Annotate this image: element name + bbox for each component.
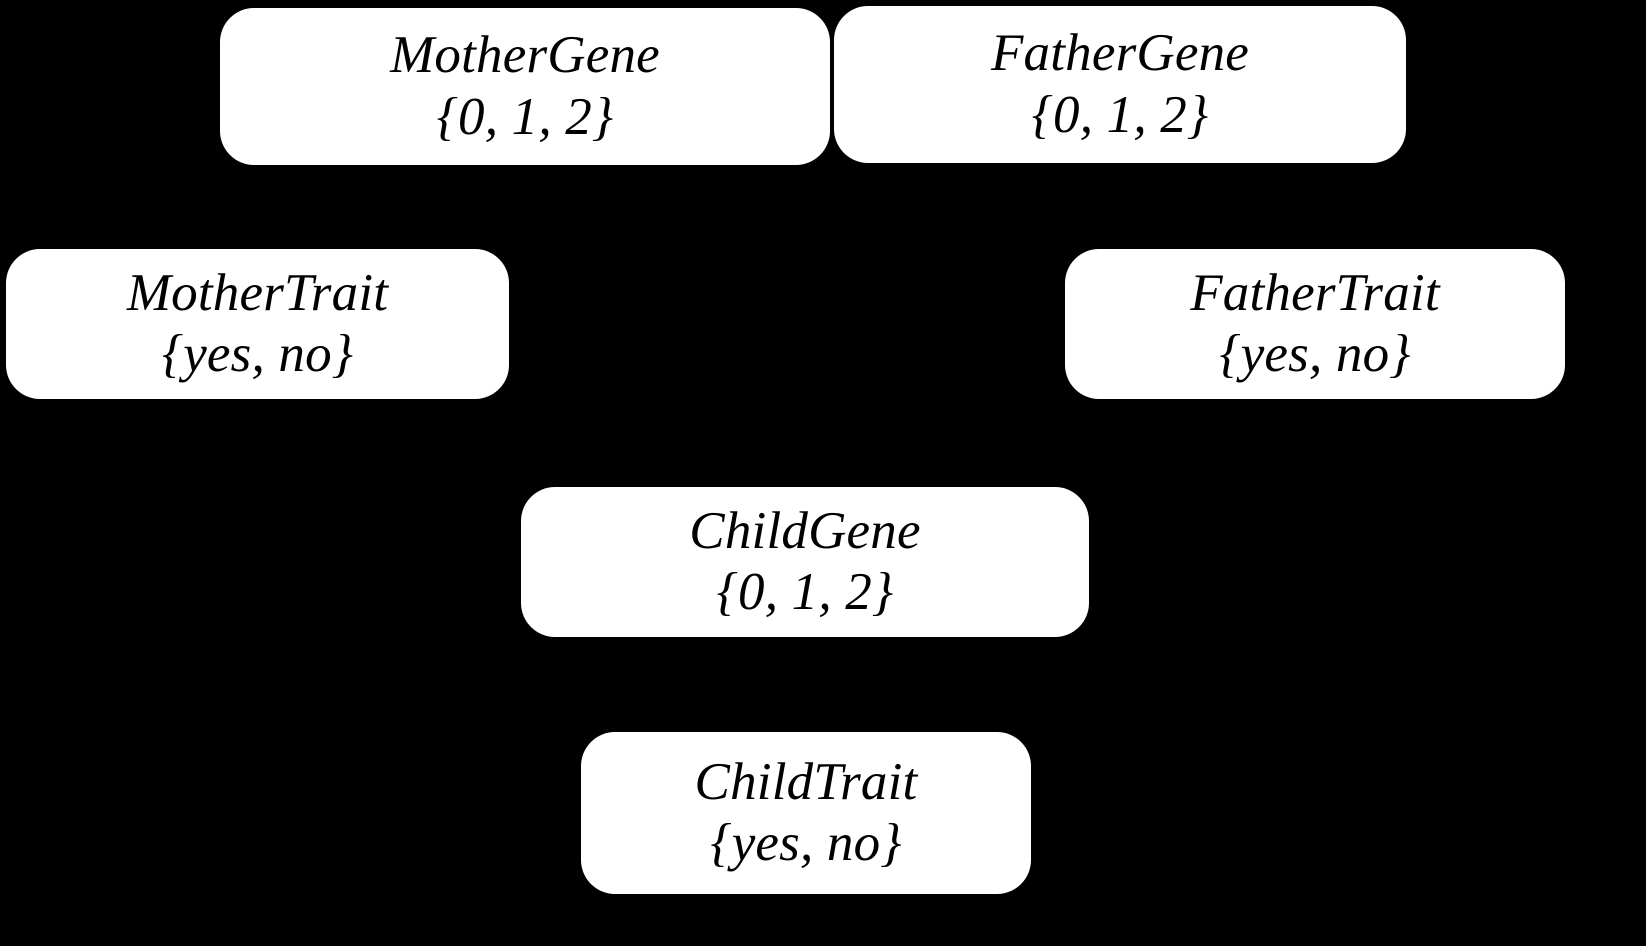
node-mother-trait[interactable]: MotherTrait {yes, no}	[6, 249, 509, 399]
node-mother-trait-label: MotherTrait	[126, 263, 389, 322]
node-father-gene-domain: {0, 1, 2}	[1031, 85, 1209, 144]
node-mother-gene[interactable]: MotherGene {0, 1, 2}	[220, 8, 830, 165]
node-child-trait-label: ChildTrait	[694, 752, 918, 811]
node-child-trait[interactable]: ChildTrait {yes, no}	[581, 732, 1031, 894]
node-child-gene[interactable]: ChildGene {0, 1, 2}	[521, 487, 1089, 637]
node-child-trait-domain: {yes, no}	[710, 814, 902, 872]
node-mother-gene-domain: {0, 1, 2}	[436, 87, 614, 146]
node-child-gene-label: ChildGene	[689, 501, 921, 560]
node-father-trait[interactable]: FatherTrait {yes, no}	[1065, 249, 1565, 399]
node-mother-trait-domain: {yes, no}	[161, 325, 354, 383]
node-father-gene-label: FatherGene	[990, 24, 1250, 83]
node-father-trait-label: FatherTrait	[1190, 263, 1440, 322]
node-child-gene-domain: {0, 1, 2}	[716, 563, 894, 621]
node-mother-gene-label: MotherGene	[390, 26, 660, 85]
node-father-gene[interactable]: FatherGene {0, 1, 2}	[834, 6, 1406, 163]
node-father-trait-domain: {yes, no}	[1219, 325, 1411, 383]
